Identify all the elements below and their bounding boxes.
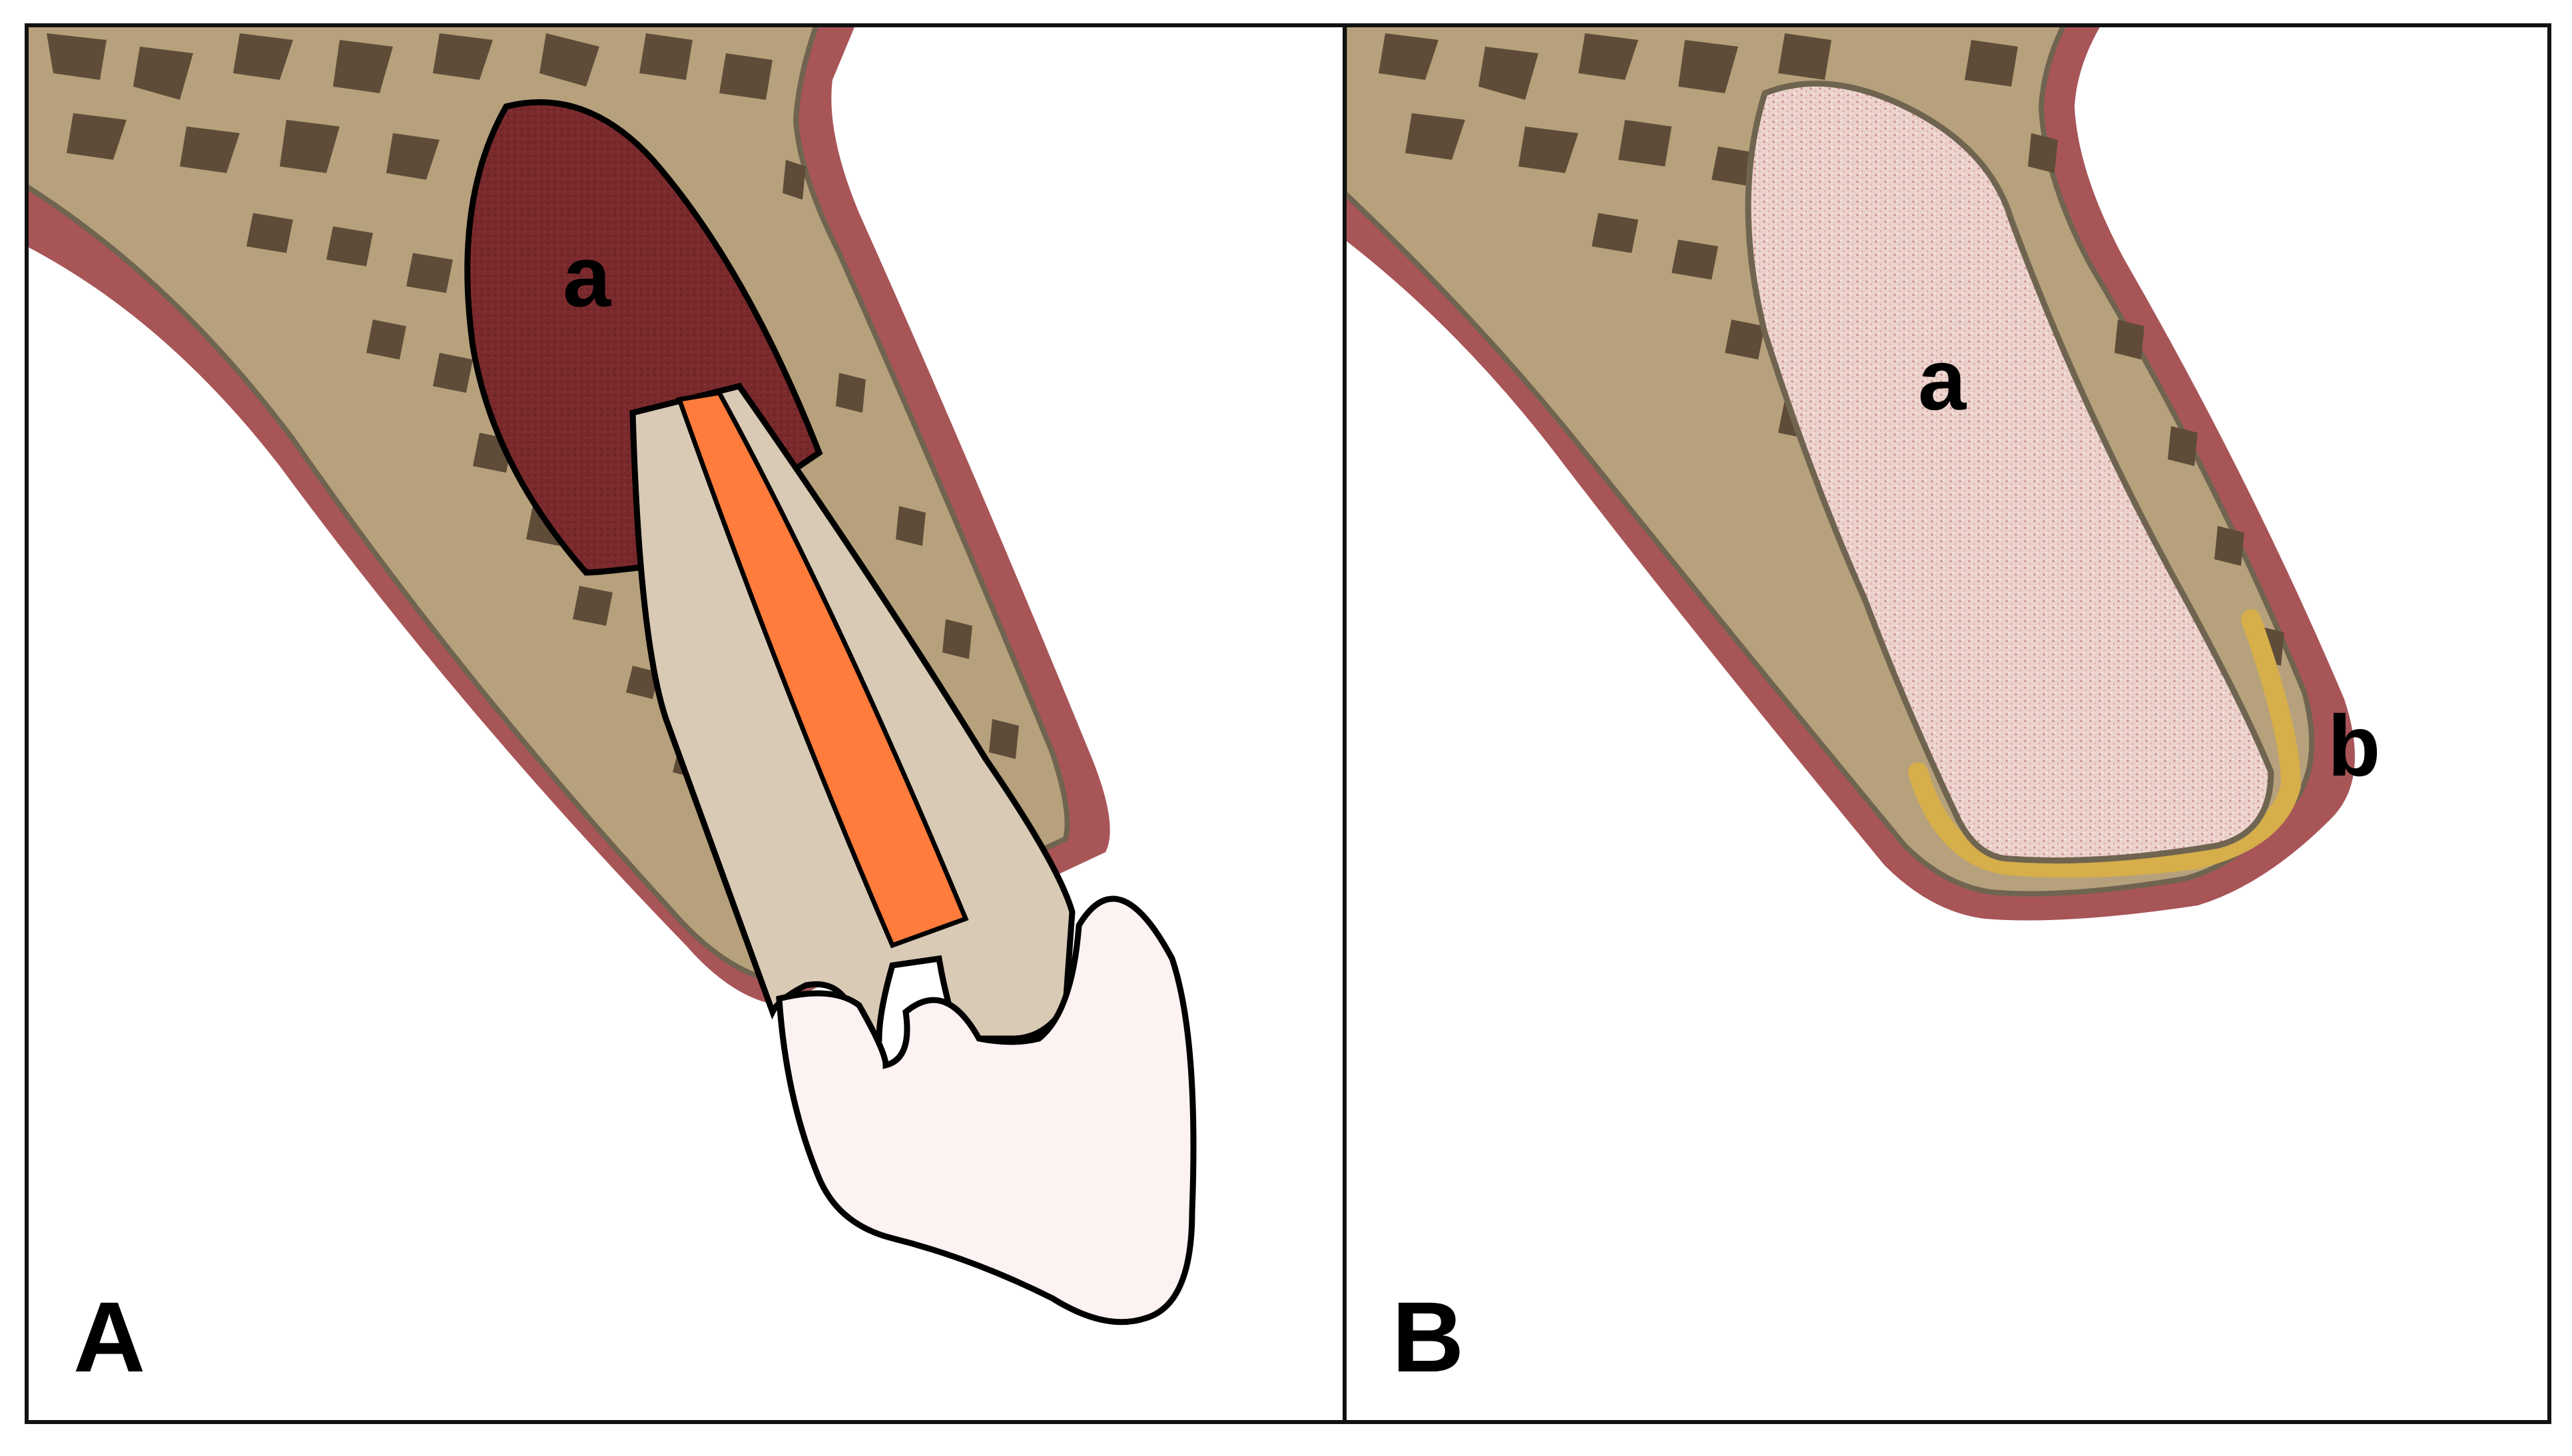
panel-b-frame [1343,23,2551,1424]
tooth-crown [776,895,1197,1326]
label-a-panel-a: a [563,228,612,325]
panel-b: a b B [1345,25,2380,1393]
panel-a: a A [27,25,1197,1393]
label-b-panel-b: b [2328,697,2380,794]
pulp-canal [676,390,969,949]
label-a-panel-b: a [1918,331,1967,428]
membrane-b [1908,609,2302,878]
marrow-spots-a [47,33,1019,859]
bone-graft-a [1745,80,2274,863]
marrow-spots-b [1379,33,2284,786]
panel-letter-b: B [1392,1281,1464,1393]
panel-letter-a: A [73,1281,145,1393]
